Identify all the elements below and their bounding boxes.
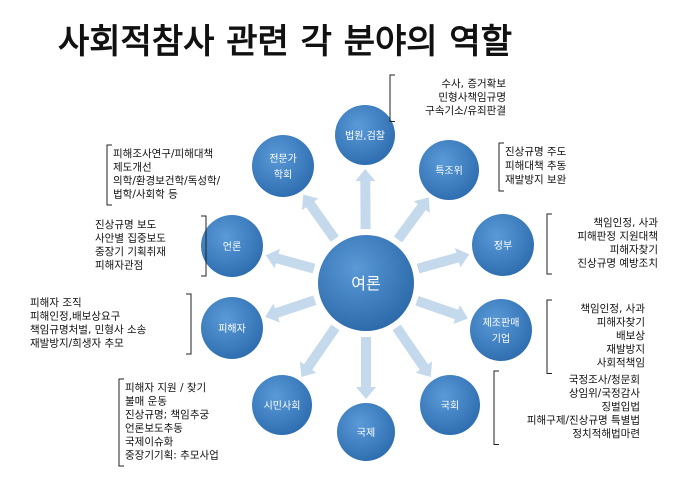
note-line: 사안별 집중보도 xyxy=(95,233,166,245)
note-line: 진상규명 주도 xyxy=(505,146,567,158)
note-bracket xyxy=(546,213,552,275)
note-bracket xyxy=(498,142,504,192)
note-line: 피해자찾기 xyxy=(597,316,645,329)
arrow-to-media xyxy=(265,248,316,274)
note-line: 진상규명 보도 xyxy=(95,219,157,231)
arrow-to-expert xyxy=(302,194,339,242)
note-line: 피해판정 지원대책 xyxy=(577,230,658,243)
bubble-intl xyxy=(337,403,395,461)
bubble-label-expert: 전문가 xyxy=(269,153,297,165)
arrow-to-assembly xyxy=(392,324,433,377)
page-title: 사회적참사 관련 각 분야의 역할 xyxy=(58,22,512,62)
arrow-to-civil xyxy=(299,324,340,377)
note-line: 중장기 기획취재 xyxy=(95,246,166,258)
bubble-victim xyxy=(201,297,263,359)
note-line: 국정조사/청문회 xyxy=(569,374,640,386)
bubble-label-law: 법원,검찰 xyxy=(345,130,385,142)
note-line: 불매 운동 xyxy=(125,396,167,408)
bubble-label-gov: 정부 xyxy=(494,240,512,252)
bubble-label-victim: 피해자 xyxy=(218,322,246,335)
bubble-label-media: 언론 xyxy=(223,241,241,253)
bubble-expert xyxy=(252,135,314,197)
bubble-civil xyxy=(252,375,312,435)
note-bracket xyxy=(493,370,499,445)
arrow-to-law xyxy=(355,169,376,229)
bubble-label-intl: 국제 xyxy=(357,427,375,439)
bubble-gov xyxy=(472,214,534,276)
note-line: 징벌입법 xyxy=(601,400,640,413)
arrow-to-intl xyxy=(356,337,376,399)
arrow-to-maker xyxy=(415,296,468,324)
note-line: 피해조사연구/피해대책 xyxy=(113,147,213,160)
note-bracket xyxy=(106,144,112,206)
note-line: 피해자 조직 xyxy=(30,296,82,309)
note-line: 재발방지/희생자 추모 xyxy=(30,338,124,350)
note-bracket xyxy=(201,215,207,277)
note-line: 수사, 증거확보 xyxy=(441,77,506,90)
note-line: 진상규명; 책임추궁 xyxy=(125,408,209,421)
center-bubble xyxy=(318,235,414,331)
bubble-media xyxy=(201,215,263,277)
arrow-to-victim xyxy=(265,295,317,323)
arrow-to-gov xyxy=(416,247,470,274)
note-line: 제도개선 xyxy=(113,162,152,174)
note-line: 민형사책임규명 xyxy=(438,91,506,104)
bubble-label-expert: 학회 xyxy=(274,169,292,181)
note-line: 법학/사회학 등 xyxy=(113,189,178,201)
note-line: 피해자 지원 / 찾기 xyxy=(125,381,206,394)
bubble-label-maker: 제조판매 xyxy=(483,317,520,329)
note-line: 재발방지 보완 xyxy=(505,173,567,186)
note-line: 의학/환경보건학/독성학/ xyxy=(113,174,221,187)
note-bracket xyxy=(186,293,192,355)
note-bracket xyxy=(118,378,124,467)
note-bracket xyxy=(546,299,552,374)
note-line: 중장기기획: 추모사업 xyxy=(125,449,219,462)
bubble-label-special: 특조위 xyxy=(435,164,463,177)
bubble-maker xyxy=(470,299,532,361)
note-line: 피해대책 추동 xyxy=(505,159,567,172)
note-line: 재발방지 xyxy=(606,344,645,356)
note-line: 피해구제/진상규명 특별법 xyxy=(527,414,640,427)
note-line: 책임규명처벌, 민형사 소송 xyxy=(30,323,147,336)
note-line: 상임위/국정감사 xyxy=(569,387,640,400)
note-bracket xyxy=(389,74,395,122)
note-line: 사회적책임 xyxy=(597,356,645,369)
note-line: 언론보도추동 xyxy=(125,423,183,435)
bubble-special xyxy=(419,140,479,200)
bubble-label-maker: 기업 xyxy=(492,332,510,345)
note-line: 국제이슈화 xyxy=(125,436,174,448)
bubble-law xyxy=(335,105,395,165)
note-line: 진상규명 예방조치 xyxy=(577,257,658,270)
note-line: 피해자찾기 xyxy=(610,243,658,256)
note-line: 책임인정, 사과 xyxy=(580,302,645,315)
note-line: 구속기소/유죄판결 xyxy=(425,105,506,117)
arrow-to-special xyxy=(393,197,430,243)
note-line: 피해인정,배보상요구 xyxy=(30,310,121,323)
note-line: 정치적해법마련 xyxy=(572,427,640,440)
bubble-label-civil: 시민사회 xyxy=(264,400,301,412)
bubble-assembly xyxy=(420,375,480,435)
note-line: 피해자관점 xyxy=(95,259,143,272)
center-label: 여론 xyxy=(351,274,380,293)
arrows-layer xyxy=(265,169,470,399)
note-line: 배보상 xyxy=(616,330,645,342)
note-line: 책임인정, 사과 xyxy=(593,216,658,229)
bubble-label-assembly: 국회 xyxy=(441,400,459,412)
